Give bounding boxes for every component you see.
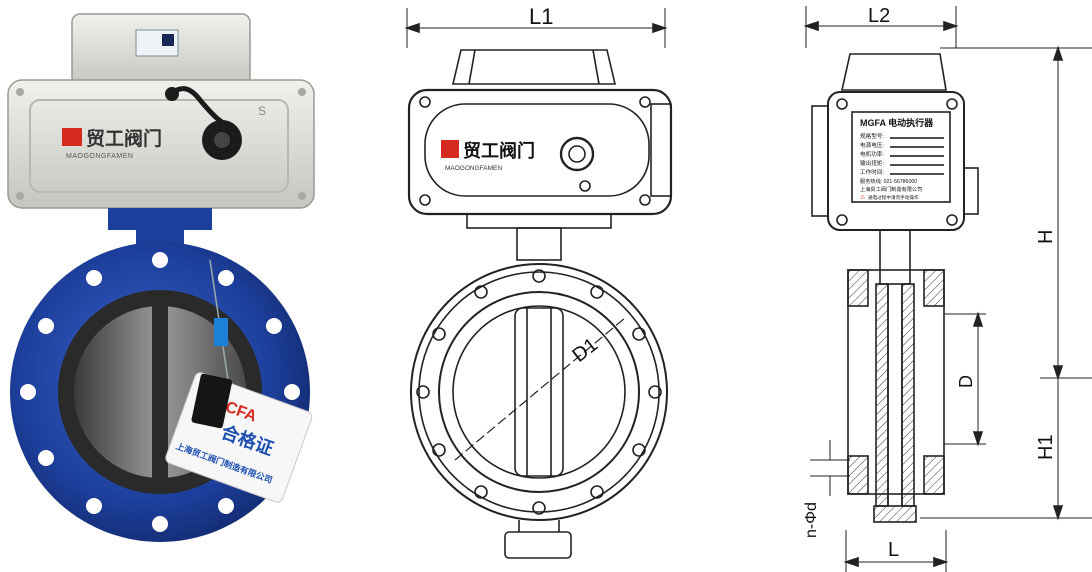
screw-icon <box>298 192 306 200</box>
valve-photo: 贸工阀门 MAOGONGFAMEN S <box>0 0 370 572</box>
valve-photo-drawing: 贸工阀门 MAOGONGFAMEN S <box>7 13 315 542</box>
nameplate-service-line: 服务热线: 021-56786000 <box>860 177 917 185</box>
dim-l2-label: L2 <box>868 5 890 27</box>
dim-d1-label: D1 <box>568 334 602 367</box>
nameplate-value-lines <box>890 137 944 175</box>
nameplate-company: 上海贸工阀门制造有限公司 <box>860 185 922 193</box>
dim-d-label: D <box>956 375 976 388</box>
screw-icon <box>16 88 24 96</box>
photo-brand-en: MAOGONGFAMEN <box>66 153 133 160</box>
front-brand-cn: 贸工阀门 <box>463 140 535 161</box>
nameplate-warning: 通电过程中请勿手动操作 <box>868 194 919 201</box>
dim-h1-label: H1 <box>1035 434 1057 460</box>
nameplate-row: 电机功率: <box>860 150 884 158</box>
nameplate-row: 工作时间: <box>860 168 884 176</box>
screw-icon <box>298 88 306 96</box>
front-view-svg: 贸工阀门 MAOGONGFAMEN L1 D1 <box>404 4 673 559</box>
dim-bolt-holes-label: n-Φd <box>803 502 820 538</box>
nameplate-row: 电源电压: <box>860 141 884 149</box>
screw-icon <box>16 192 24 200</box>
knob-center <box>214 132 230 148</box>
dim-l1-label: L1 <box>529 4 553 29</box>
photo-brand-cn: 贸工阀门 <box>86 127 162 150</box>
nameplate-row: 规格型号: <box>860 132 884 140</box>
tag-clip <box>191 373 233 429</box>
front-brand-en: MAOGONGFAMEN <box>445 165 502 172</box>
dim-l-label: L <box>888 539 899 561</box>
side-view-svg: MGFA 电动执行器 规格型号: 电源电压: 电机功率: 输出扭矩: 工作时间:… <box>803 5 1092 572</box>
actuator-recess <box>29 99 289 193</box>
nameplate-title: MGFA 电动执行器 <box>860 117 934 128</box>
side-view-drawing: MGFA 电动执行器 规格型号: 电源电压: 电机功率: 输出扭矩: 工作时间:… <box>790 0 1092 572</box>
nameplate-row: 输出扭矩: <box>860 159 884 167</box>
cap-strap <box>168 86 224 125</box>
dim-h-label: H <box>1035 230 1057 244</box>
mounting-bracket <box>108 208 212 230</box>
seal-icon <box>214 318 228 346</box>
valve-stem <box>152 306 168 478</box>
front-view-drawing: 贸工阀门 MAOGONGFAMEN L1 D1 <box>395 0 695 572</box>
warning-icon: ⚠ <box>860 194 866 201</box>
qr-code-icon <box>162 34 174 46</box>
housing-mark: S <box>258 104 266 118</box>
brand-logo-icon <box>62 128 82 146</box>
cap-icon <box>165 87 179 101</box>
nameplate-rows: 规格型号: 电源电压: 电机功率: 输出扭矩: 工作时间: <box>860 132 884 176</box>
front-brand-logo-icon <box>441 140 459 158</box>
